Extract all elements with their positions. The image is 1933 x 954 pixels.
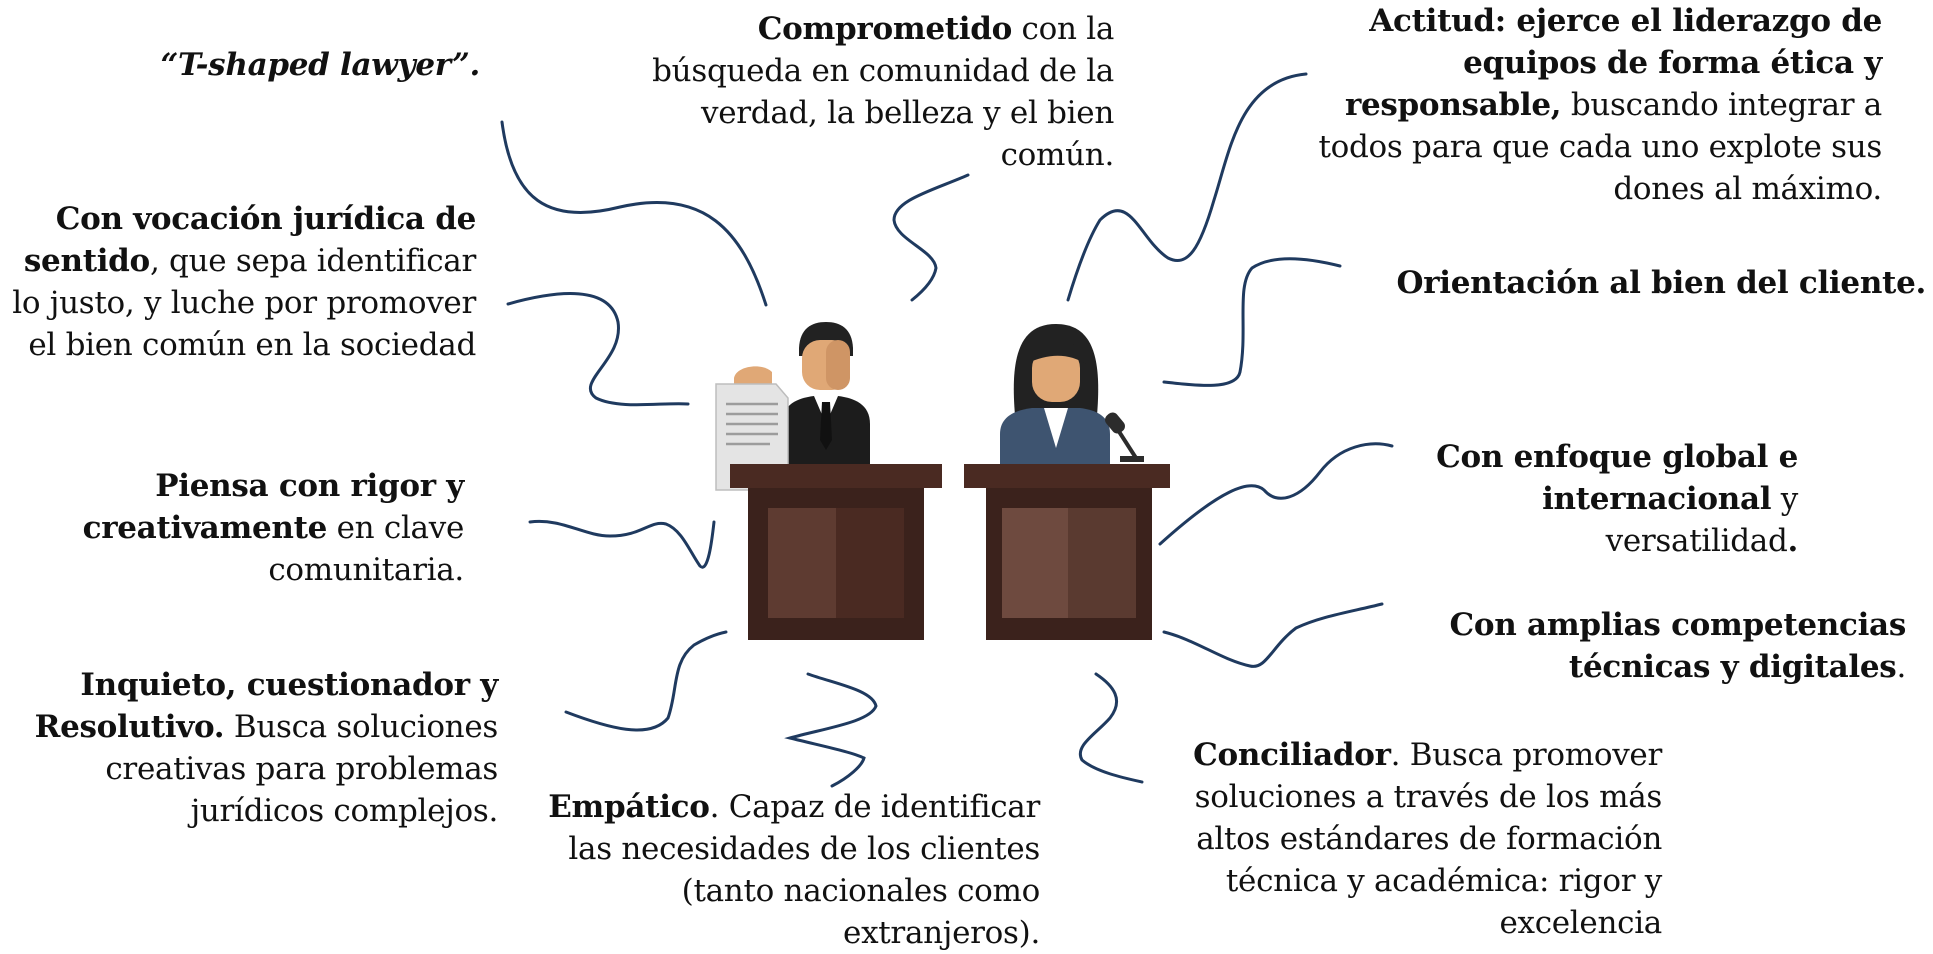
trait-comprometido-text: con la búsqueda en comunidad de la verda… [652, 11, 1114, 173]
trait-rigor-text: en clave comunitaria. [268, 510, 464, 588]
connector-rigor [528, 519, 716, 569]
trait-conciliador: Conciliador. Busca promover soluciones a… [1160, 734, 1662, 944]
trait-enfoque-global: Con enfoque global e internacional y ver… [1400, 436, 1798, 562]
trait-empatico-text: . Capaz de identificar las necesidades d… [568, 789, 1040, 951]
trait-vocacion-juridica: Con vocación jurídica de sentido, que se… [10, 198, 476, 366]
left-podium-top [730, 464, 942, 488]
female-lawyer-blouse [1044, 408, 1068, 448]
female-lawyer-face [1032, 348, 1080, 402]
trait-actitud-text: buscando integrar a todos para que cada … [1318, 87, 1882, 207]
trait-piensa-con-rigor: Piensa con rigor y creativamente en clav… [60, 465, 465, 591]
right-podium-top [964, 464, 1170, 488]
trait-comprometido: Comprometido con la búsqueda en comunida… [640, 8, 1114, 176]
male-lawyer-face-shade [826, 340, 850, 390]
trait-global-end: . [1787, 523, 1799, 559]
trait-global-title: Con enfoque global e internacional [1436, 439, 1798, 517]
trait-vocacion-title: Con vocación jurídica de sentido [23, 201, 476, 279]
trait-orientacion-title: Orientación al bien del cliente. [1396, 265, 1927, 301]
trait-t-shaped-title: “T-shaped lawyer”. [160, 47, 480, 83]
connector-empatico [784, 672, 878, 788]
female-lawyer-bangs [1026, 340, 1086, 364]
trait-inquieto-title: Inquieto, cuestionador y Resolutivo. [34, 667, 499, 745]
right-podium-shade [1068, 508, 1136, 618]
connector-conciliador [1078, 672, 1144, 784]
trait-conciliador-text: . Busca promover soluciones a través de … [1194, 737, 1663, 941]
trait-comprometido-title: Comprometido [757, 11, 1013, 47]
trait-competencias-title: Con amplias competencias técnicas y digi… [1449, 607, 1907, 685]
connector-vocacion [506, 292, 690, 407]
trait-rigor-title: Piensa con rigor y creativamente [82, 468, 465, 546]
male-lawyer-tie [820, 402, 832, 450]
connector-inquieto [564, 630, 728, 732]
document-icon [715, 383, 789, 491]
trait-actitud-title: Actitud: ejerce el liderazgo de equipos … [1344, 3, 1882, 123]
connector-global [1158, 442, 1394, 546]
document-lines-icon [726, 402, 778, 446]
connector-t-shaped [500, 120, 768, 307]
trait-orientacion-cliente: Orientación al bien del cliente. [1360, 262, 1927, 304]
left-podium-shade [836, 508, 904, 618]
trait-t-shaped-lawyer: “T-shaped lawyer”. [60, 44, 480, 86]
connector-orientacion [1162, 257, 1342, 387]
trait-inquieto-text: Busca soluciones creativas para problema… [105, 709, 498, 829]
trait-empatico: Empático. Capaz de identificar las neces… [532, 786, 1040, 954]
trait-competencias-text: . [1896, 649, 1906, 685]
trait-global-text: y versatilidad [1605, 481, 1799, 559]
male-lawyer-figure [715, 322, 942, 640]
trait-empatico-title: Empático [548, 789, 710, 825]
microphone-icon [1105, 412, 1144, 462]
lawyers-illustration [715, 322, 1170, 640]
trait-competencias-tecnicas: Con amplias competencias técnicas y digi… [1400, 604, 1907, 688]
trait-inquieto-cuestionador: Inquieto, cuestionador y Resolutivo. Bus… [14, 664, 499, 832]
connector-competencias [1162, 602, 1384, 668]
connector-actitud [1066, 72, 1308, 302]
trait-actitud-liderazgo: Actitud: ejerce el liderazgo de equipos … [1318, 0, 1882, 210]
trait-conciliador-title: Conciliador [1193, 737, 1391, 773]
female-lawyer-figure [964, 324, 1170, 640]
trait-vocacion-text: , que sepa identificar lo justo, y luche… [12, 243, 476, 363]
male-lawyer-hand [734, 366, 772, 388]
connector-comprometido [892, 173, 970, 302]
